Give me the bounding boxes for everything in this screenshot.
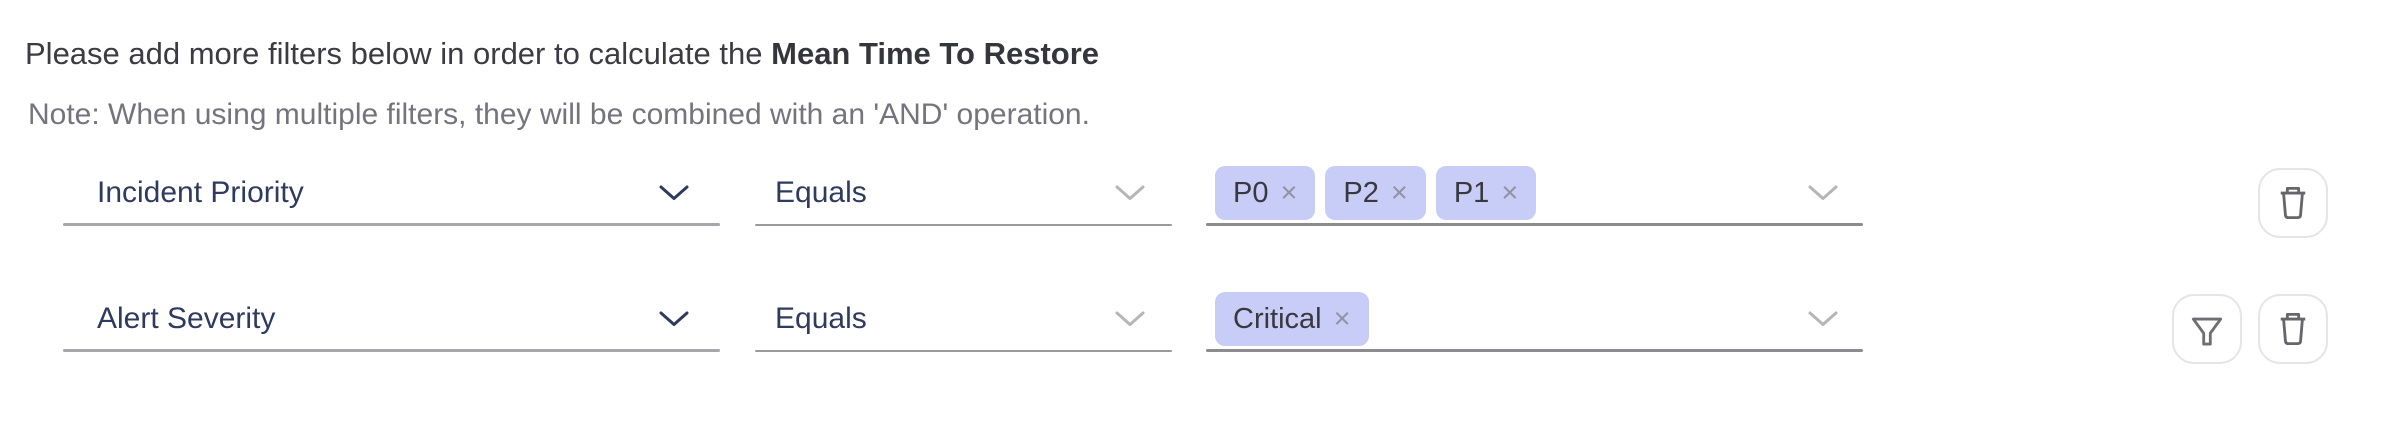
value-tag-label: P0 <box>1233 176 1269 209</box>
instructions-prefix: Please add more filters below in order t… <box>25 36 772 71</box>
chevron-down-icon <box>659 185 689 200</box>
value-tag-label: P2 <box>1343 176 1379 209</box>
value-tag: P1 × <box>1435 166 1537 220</box>
chevron-down-icon <box>1808 185 1838 200</box>
field-select-value: Alert Severity <box>97 302 276 335</box>
selected-values: Critical × <box>1215 292 1369 346</box>
operator-select[interactable]: Equals <box>755 286 1172 352</box>
trash-icon <box>2280 186 2306 220</box>
select-underline <box>63 349 720 352</box>
chevron-down-icon <box>1808 311 1838 326</box>
chevron-down-icon <box>659 311 689 326</box>
select-underline <box>1206 349 1863 352</box>
field-select[interactable]: Incident Priority <box>63 160 720 226</box>
filter-row: Alert Severity Equals Critical × <box>0 286 2408 364</box>
values-multiselect[interactable]: Critical × <box>1206 286 1863 352</box>
remove-tag-icon[interactable]: × <box>1390 176 1408 209</box>
selected-values: P0 × P2 × P1 × <box>1215 166 1537 220</box>
select-underline <box>63 223 720 226</box>
remove-tag-icon[interactable]: × <box>1333 302 1351 335</box>
metric-name: Mean Time To Restore <box>771 36 1100 71</box>
operator-select[interactable]: Equals <box>755 160 1172 226</box>
select-underline <box>755 350 1172 352</box>
remove-tag-icon[interactable]: × <box>1501 176 1519 209</box>
operator-select-value: Equals <box>775 176 867 209</box>
value-tag-label: Critical <box>1233 302 1322 335</box>
chevron-down-icon <box>1115 185 1145 200</box>
value-tag: P0 × <box>1215 166 1316 220</box>
field-select[interactable]: Alert Severity <box>63 286 720 352</box>
operator-select-value: Equals <box>775 302 867 335</box>
chevron-down-icon <box>1115 311 1145 326</box>
filters-note: Note: When using multiple filters, they … <box>28 98 1090 131</box>
value-tag: Critical × <box>1215 292 1369 346</box>
select-underline <box>1206 223 1863 226</box>
field-select-value: Incident Priority <box>97 176 304 209</box>
trash-icon <box>2280 312 2306 346</box>
values-multiselect[interactable]: P0 × P2 × P1 × <box>1206 160 1863 226</box>
value-tag: P2 × <box>1325 166 1426 220</box>
value-tag-label: P1 <box>1453 176 1490 209</box>
delete-filter-button[interactable] <box>2258 294 2328 364</box>
select-underline <box>755 224 1172 226</box>
filter-row: Incident Priority Equals P0 × P2 × <box>0 160 2408 238</box>
apply-filter-button[interactable] <box>2172 294 2242 364</box>
delete-filter-button[interactable] <box>2258 168 2328 238</box>
remove-tag-icon[interactable]: × <box>1280 176 1298 209</box>
filter-funnel-icon <box>2191 317 2223 346</box>
instructions-text: Please add more filters below in order t… <box>25 34 1099 74</box>
